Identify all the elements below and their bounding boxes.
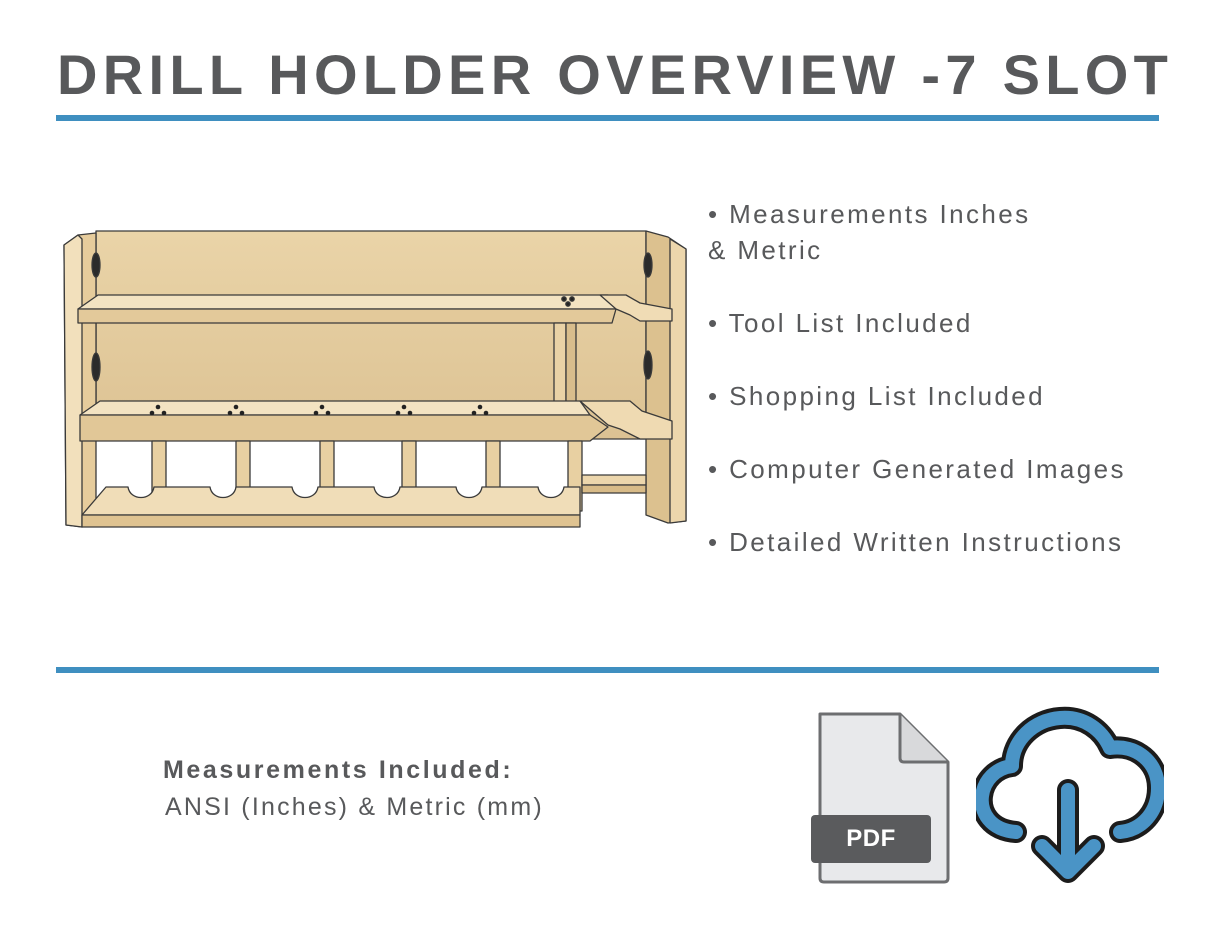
feature-tool-list: • Tool List Included [708, 308, 973, 338]
feature-instructions: • Detailed Written Instructions [708, 527, 1124, 557]
feature-cgi: • Computer Generated Images [708, 454, 1126, 484]
bottom-divider [56, 667, 1159, 673]
page-title: DRILL HOLDER OVERVIEW -7 SLOT [57, 43, 1174, 106]
feature-measurements: • Measurements Inches & Metric [708, 199, 1031, 265]
cloud-download-icon[interactable] [976, 700, 1164, 886]
pdf-label: PDF [811, 815, 931, 863]
measurements-units: ANSI (Inches) & Metric (mm) [165, 793, 544, 821]
feature-list: • Measurements Inches & Metric • Tool Li… [708, 196, 1188, 560]
measurements-heading: Measurements Included: [163, 756, 514, 784]
top-divider [56, 115, 1159, 121]
feature-shopping-list: • Shopping List Included [708, 381, 1046, 411]
drill-holder-illustration [63, 230, 687, 528]
